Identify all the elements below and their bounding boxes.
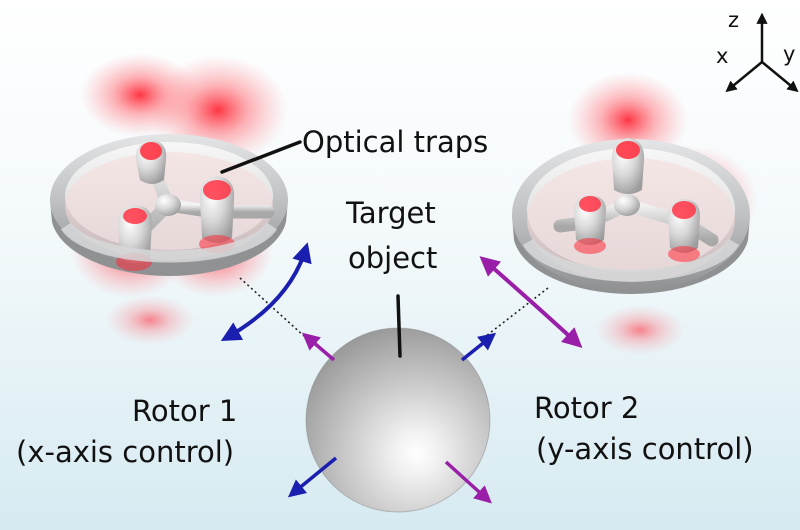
rotor-2-control-label: (y-axis control) xyxy=(536,432,754,466)
optical-traps-label: Optical traps xyxy=(302,125,489,159)
y-axis-label: y xyxy=(783,42,796,66)
rotor-2-rotation-arrow xyxy=(479,256,583,349)
rotor-2 xyxy=(512,72,758,355)
target-sphere xyxy=(306,328,490,512)
rotor-ring-front xyxy=(60,222,278,263)
rotor-1-rotation-arrow xyxy=(220,242,312,341)
sphere-y-arrow-upper xyxy=(302,332,336,362)
trap-glow xyxy=(595,305,685,355)
sphere-x-arrow-upper xyxy=(460,332,497,362)
target-object-leader xyxy=(396,294,402,358)
target-object-label-line2: object xyxy=(348,241,438,275)
rotor-1-label: Rotor 1 xyxy=(132,394,238,428)
optical-traps-leader xyxy=(220,140,302,174)
z-axis-label: z xyxy=(728,8,740,32)
trap-glow xyxy=(105,295,195,345)
sphere-x-arrow-lower xyxy=(287,456,338,498)
axis-triad xyxy=(725,12,799,93)
x-axis-arrow xyxy=(725,61,763,93)
trapped-tripod xyxy=(553,138,719,262)
rotor-2-label: Rotor 2 xyxy=(534,391,640,425)
rotor-1 xyxy=(50,53,288,345)
trapped-tripod xyxy=(116,140,275,271)
target-object-label-line1: Target xyxy=(346,196,436,230)
rotor-1-control-label: (x-axis control) xyxy=(16,435,235,469)
sphere-y-arrow-lower xyxy=(444,460,492,504)
y-axis-arrow xyxy=(761,61,799,93)
x-axis-label: x xyxy=(716,44,729,68)
